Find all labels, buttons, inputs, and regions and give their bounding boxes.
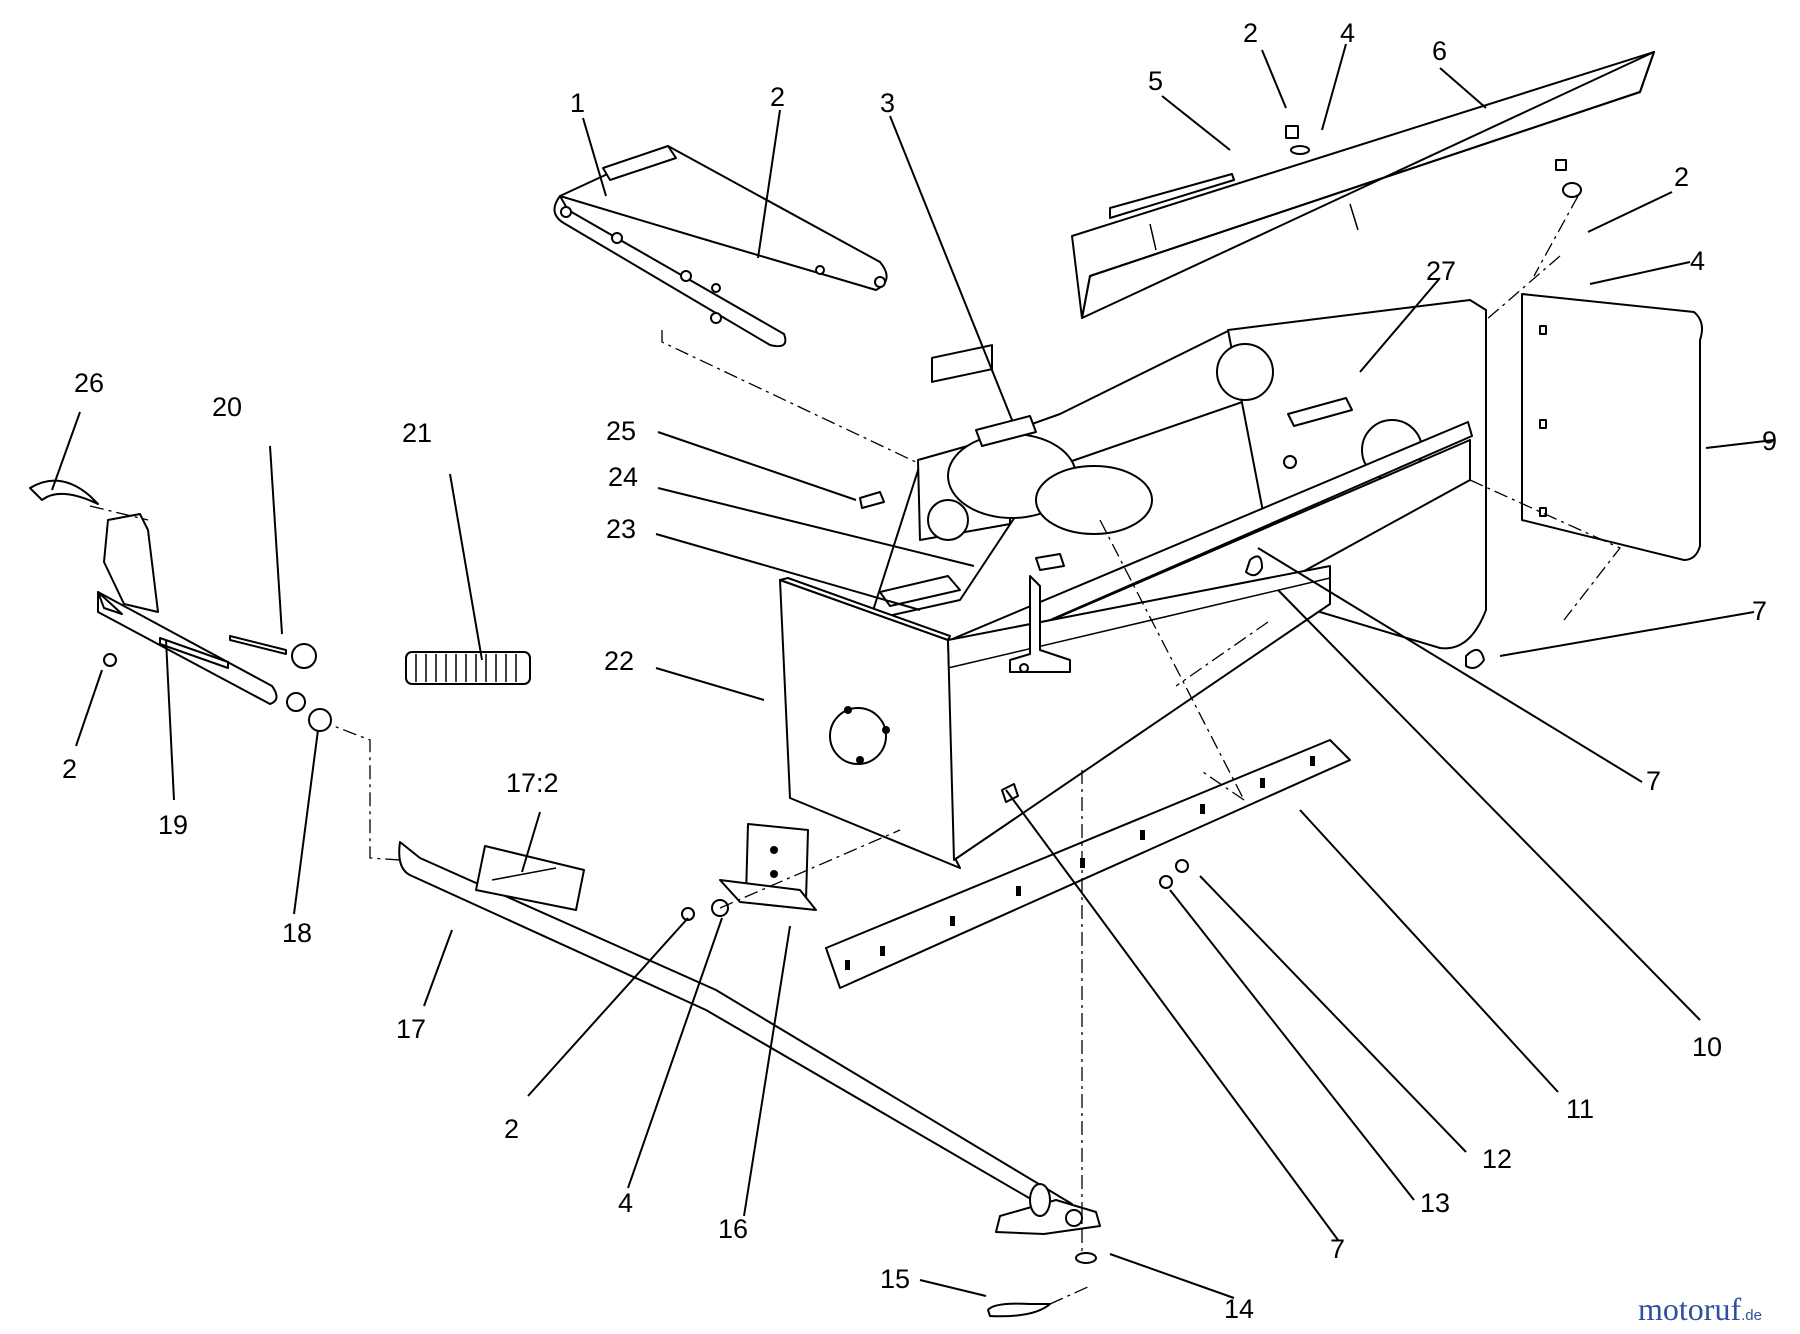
callout-23: 23 (606, 514, 636, 544)
callout-25: 25 (606, 416, 636, 446)
callout-7: 7 (1646, 766, 1661, 796)
callout-12: 12 (1482, 1144, 1512, 1174)
callout-13: 13 (1420, 1188, 1450, 1218)
callout-26: 26 (74, 368, 104, 398)
handle-rod-part (398, 841, 1101, 1235)
side-plate-9-part (1521, 293, 1703, 561)
watermark-logo: motoruf.de (1638, 1291, 1762, 1327)
callout-2: 2 (504, 1114, 519, 1144)
svg-text:motoruf.de: motoruf.de (1638, 1291, 1762, 1327)
callout-20: 20 (212, 392, 242, 422)
callout-22: 22 (604, 646, 634, 676)
decal-5-part (1109, 173, 1235, 219)
callout-6: 6 (1432, 36, 1447, 66)
watermark-suffix: .de (1741, 1307, 1762, 1324)
callout-7: 7 (1752, 596, 1767, 626)
callout-18: 18 (282, 918, 312, 948)
hardware-group (681, 125, 1582, 921)
callout-17-2: 17:2 (506, 768, 559, 798)
callout-labels: 1 2 2 2 2 2 3 4 4 4 5 6 7 7 7 9 10 11 12… (62, 18, 1777, 1324)
watermark-brand: motoruf (1638, 1291, 1741, 1327)
callout-1: 1 (570, 88, 585, 118)
spring-21-part (405, 651, 531, 685)
callout-21: 21 (402, 418, 432, 448)
callout-3: 3 (880, 88, 895, 118)
callout-4: 4 (1690, 246, 1705, 276)
callout-17: 17 (396, 1014, 426, 1044)
top-plate-part (1071, 51, 1655, 319)
hitch-bracket-part (553, 145, 888, 348)
callout-15: 15 (880, 1264, 910, 1294)
callout-14: 14 (1224, 1294, 1254, 1324)
callout-2: 2 (1243, 18, 1258, 48)
pedal-lever-part (97, 513, 278, 705)
auger-housing-part (779, 299, 1487, 869)
callout-27: 27 (1426, 256, 1456, 286)
eye-bolt-20-part (229, 635, 317, 669)
callout-2: 2 (770, 82, 785, 112)
callout-5: 5 (1148, 66, 1163, 96)
callout-10: 10 (1692, 1032, 1722, 1062)
callout-2: 2 (1674, 162, 1689, 192)
hairpin-26-part (29, 479, 99, 505)
callout-24: 24 (608, 462, 638, 492)
callout-7: 7 (1330, 1234, 1345, 1264)
leader-lines (51, 43, 1775, 1299)
callout-16: 16 (718, 1214, 748, 1244)
callout-9: 9 (1762, 426, 1777, 456)
callout-11: 11 (1566, 1094, 1594, 1124)
callout-2: 2 (62, 754, 77, 784)
callout-19: 19 (158, 810, 188, 840)
callout-4: 4 (1340, 18, 1355, 48)
skid-shoe-part (719, 823, 817, 911)
callout-4: 4 (618, 1188, 633, 1218)
